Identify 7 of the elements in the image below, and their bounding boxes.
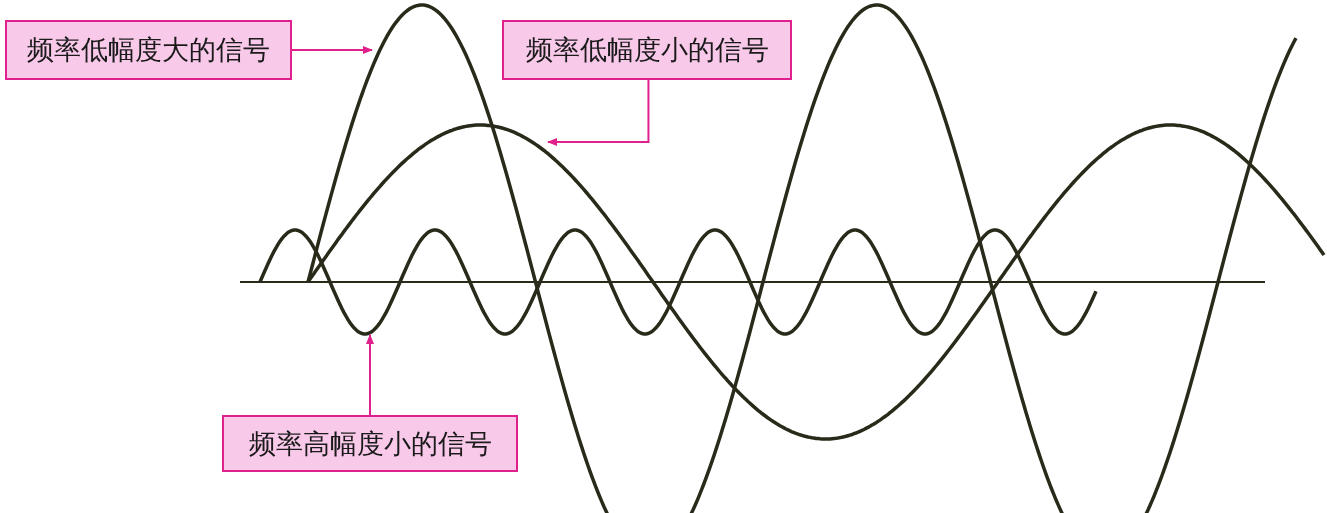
wave-curve	[306, 3, 1298, 513]
leader-arrow	[366, 334, 374, 416]
callout-label: 频率低幅度大的信号	[5, 20, 292, 80]
callout-label: 频率高幅度小的信号	[222, 415, 518, 472]
wave-curve	[258, 228, 1098, 336]
leader-arrow	[547, 79, 650, 146]
leader-arrow	[291, 46, 373, 54]
